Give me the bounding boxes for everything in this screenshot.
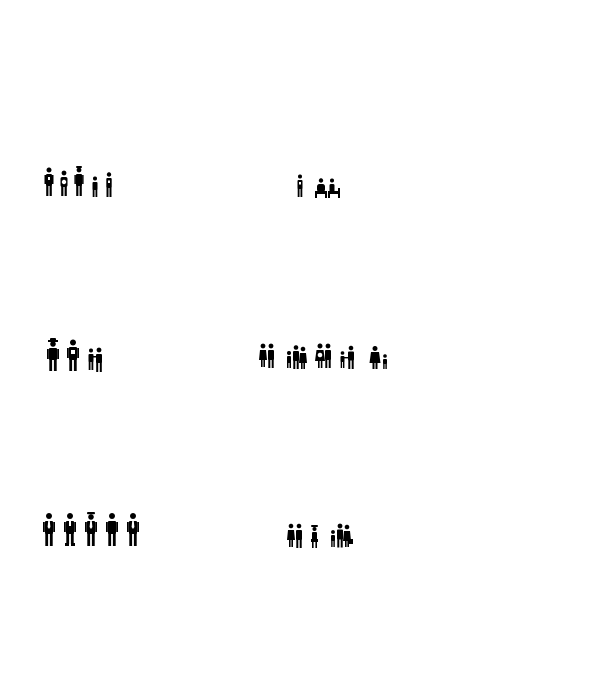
people-pictogram-icon: [43, 512, 139, 546]
adult-with-lanyard-icon: [297, 174, 303, 197]
child-icon: [92, 176, 98, 197]
family-group-icon: [331, 523, 353, 548]
couple-with-bag-icon: [315, 343, 331, 368]
people-pictogram-icon: [287, 523, 353, 548]
adult-with-cap-icon: [85, 512, 97, 546]
pictogram-group-row3-left: [42, 512, 142, 548]
adult-with-child-carrier-icon: [60, 170, 68, 196]
adult-with-tie-icon: [127, 513, 139, 546]
child-with-lanyard-icon: [106, 172, 112, 197]
couple-icon: [259, 343, 274, 368]
adult-with-vest-icon: [64, 513, 76, 546]
pictogram-group-row1-right: [296, 174, 346, 199]
adult-with-tie-icon: [43, 513, 55, 546]
child-holding-hand-icon: [88, 347, 102, 372]
people-pictogram-icon: [297, 174, 340, 198]
pictogram-group-row3-right: [287, 523, 355, 550]
pictogram-group-row2-right: [259, 343, 392, 370]
couple-icon: [287, 523, 302, 548]
seated-pair-icon: [328, 178, 340, 198]
adult-with-lanyard-icon: [67, 339, 79, 371]
person-with-cap-icon: [311, 525, 318, 548]
adult-with-hat-icon: [47, 338, 59, 371]
family-with-stroller-icon: [287, 345, 307, 369]
adult-with-small-child-icon: [369, 346, 387, 369]
pictogram-group-row2-left: [45, 338, 107, 372]
adult-with-lanyard-icon: [44, 167, 54, 196]
people-pictogram-icon: [259, 343, 387, 369]
adult-icon: [106, 513, 118, 546]
adult-with-child-icon: [340, 345, 354, 369]
people-pictogram-icon: [47, 338, 102, 372]
people-pictogram-icon: [44, 166, 112, 197]
adult-with-cap-icon: [74, 166, 84, 196]
seated-person-icon: [315, 178, 327, 198]
pictogram-group-row1-left: [44, 166, 120, 199]
